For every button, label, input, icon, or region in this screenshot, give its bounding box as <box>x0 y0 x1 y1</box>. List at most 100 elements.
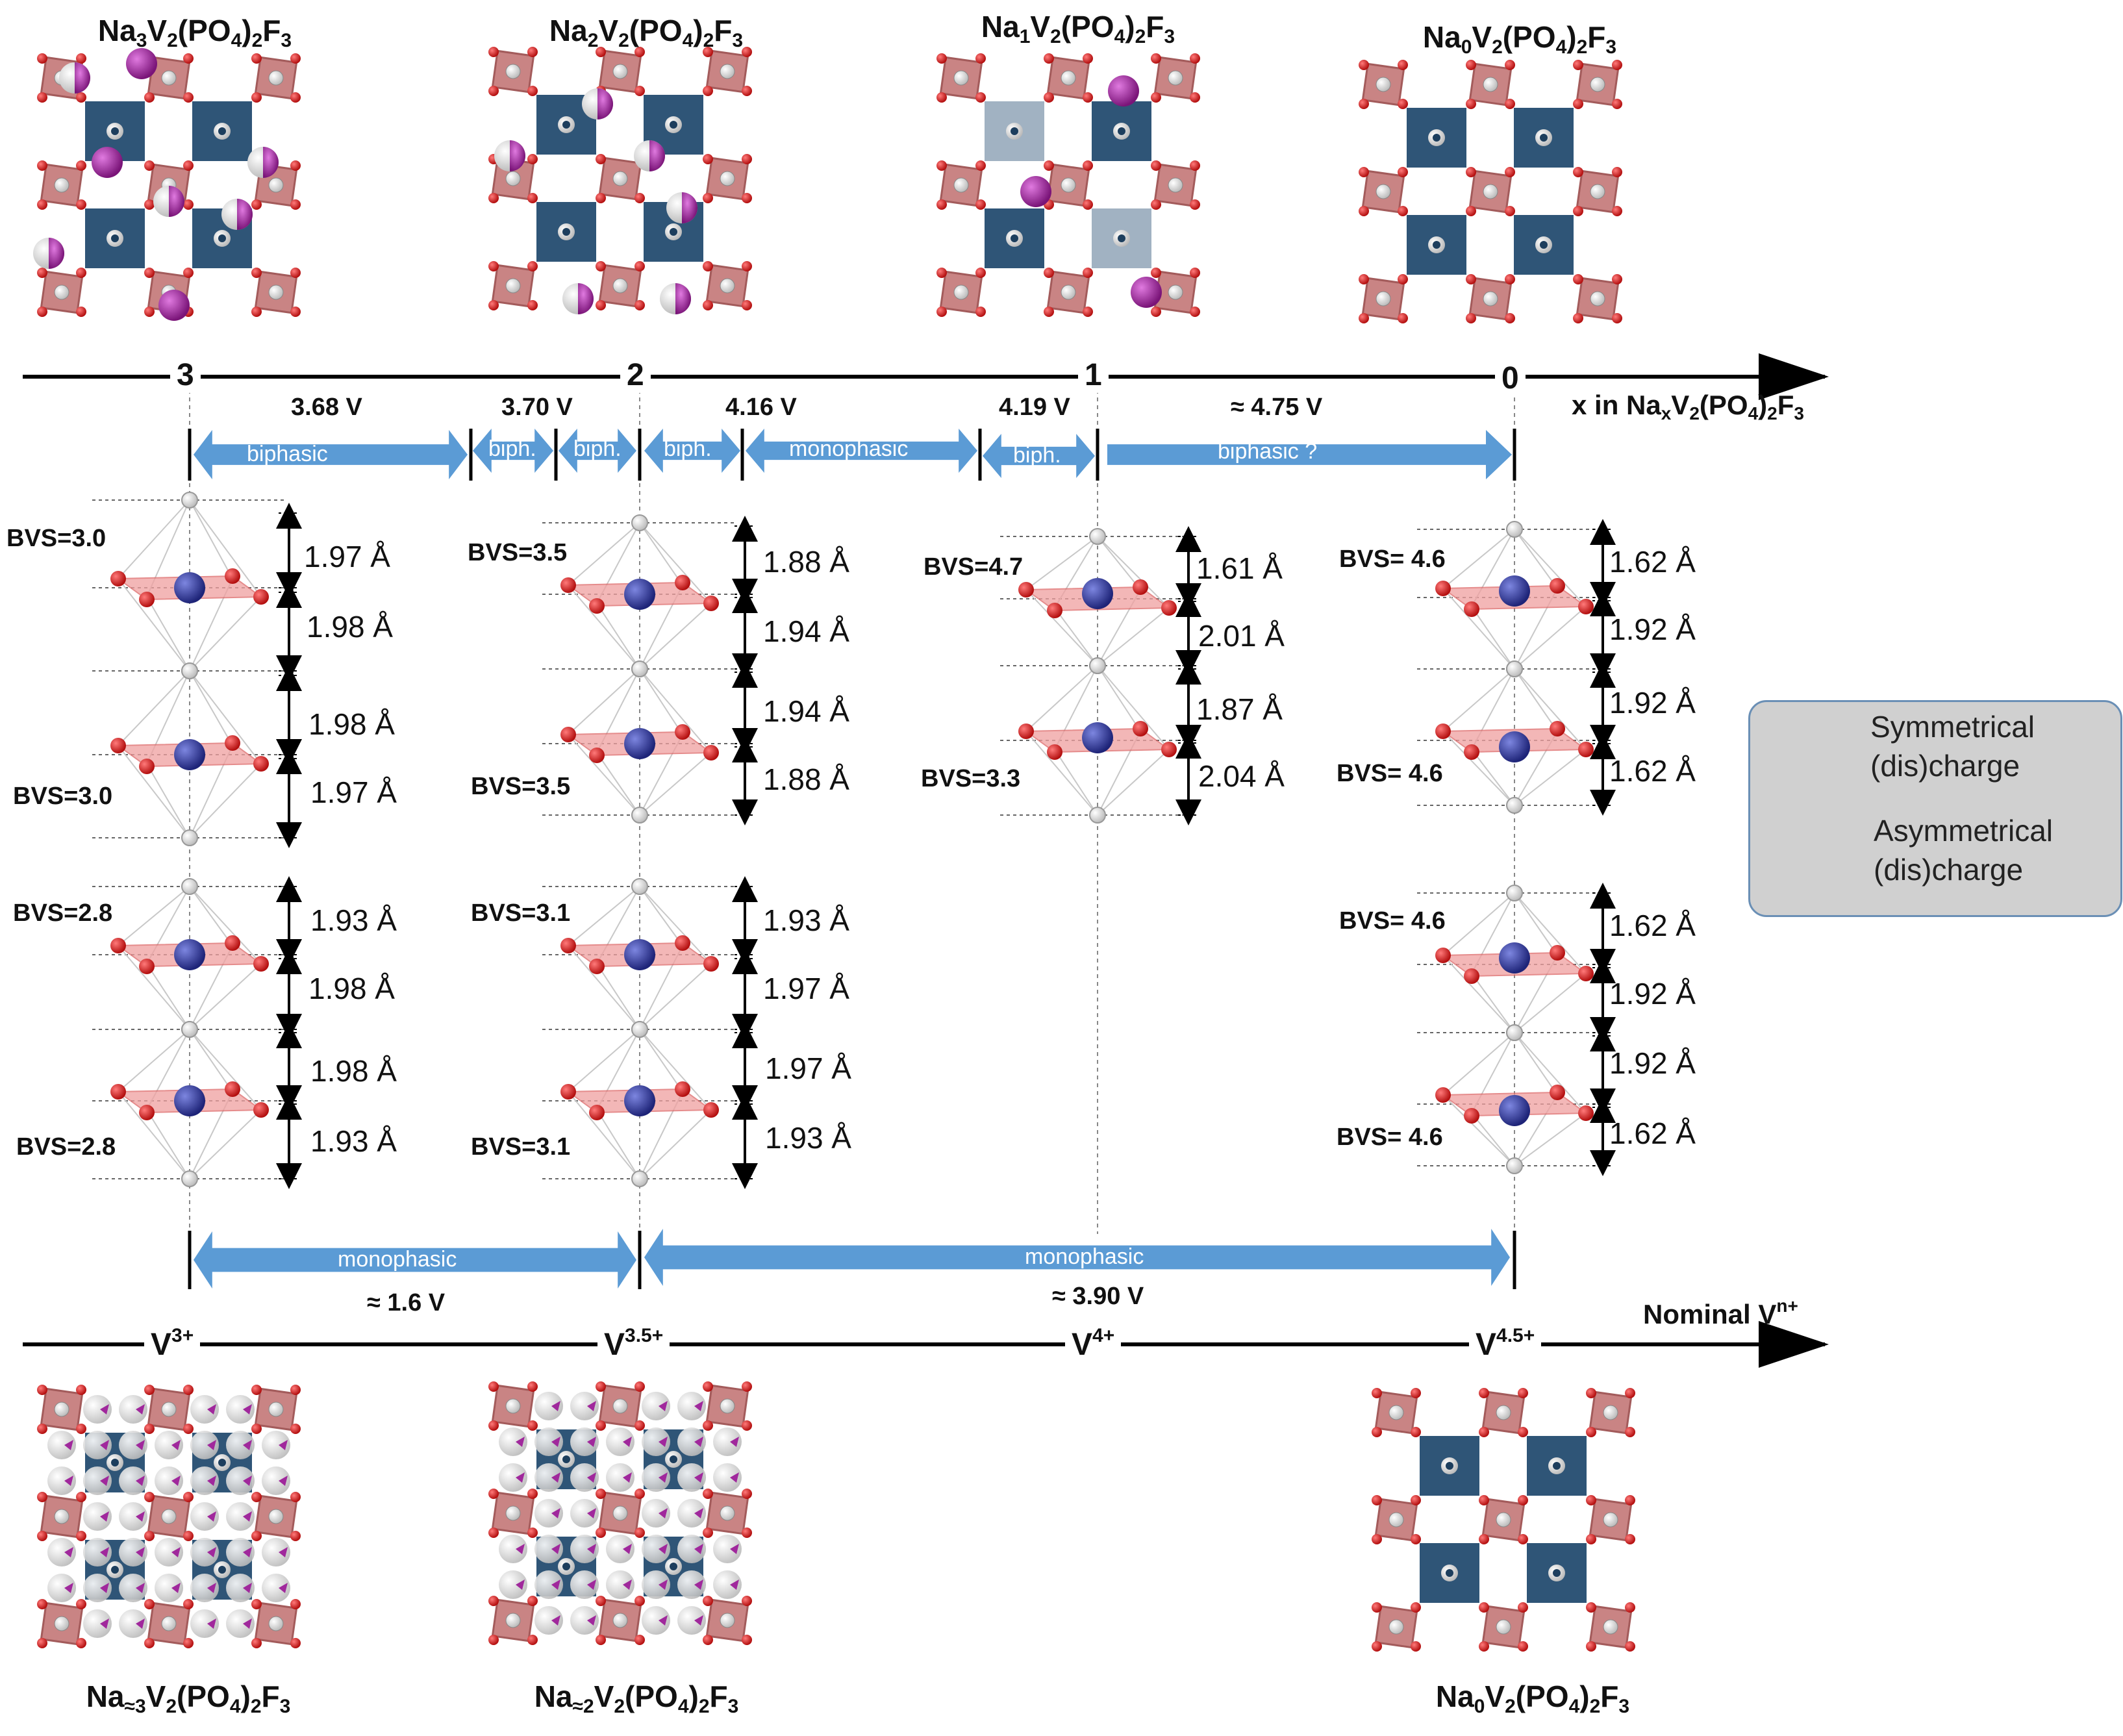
phosphate-tetrahedron <box>596 1489 645 1538</box>
sodium-sphere <box>534 1392 563 1420</box>
sodium-wedge <box>64 1440 73 1450</box>
sodium-sphere <box>606 1570 634 1599</box>
sodium-sphere <box>677 1428 706 1456</box>
sodium-wedge <box>100 1511 109 1522</box>
sodium-sphere <box>677 1570 706 1599</box>
sodium-sphere <box>677 1606 706 1635</box>
sodium-sphere <box>534 1428 563 1456</box>
sodium-sphere <box>606 1428 634 1456</box>
phosphate-tetrahedron <box>703 1489 752 1538</box>
bond-distance: 1.62 Å <box>1609 545 1696 579</box>
sodium-wedge <box>551 1472 560 1483</box>
sodium-sphere <box>642 1463 670 1492</box>
vanadium-octahedron <box>985 208 1044 268</box>
phosphate-tetrahedron <box>488 1596 538 1645</box>
bond-distance: 2.04 Å <box>1198 759 1285 793</box>
sodium-wedge <box>171 1547 181 1557</box>
bond-distance: 1.97 Å <box>765 1051 851 1085</box>
phosphate-tetrahedron <box>1586 1495 1635 1544</box>
sodium-sphere <box>226 1502 255 1531</box>
sodium-wedge <box>516 1472 525 1483</box>
bvs-label: BVS=3.1 <box>471 899 571 927</box>
sodium-sphere <box>262 1574 290 1602</box>
sodium-sphere <box>83 1466 112 1495</box>
phase-label-biph-3: biph. <box>573 436 622 461</box>
top-tick-2: 2 <box>620 357 651 393</box>
sodium-sphere <box>499 1463 527 1492</box>
vo6-octahedron <box>1417 521 1612 677</box>
sodium-wedge <box>587 1508 596 1518</box>
phosphate-tetrahedron <box>488 1489 538 1538</box>
vanadium-octahedron <box>1514 108 1574 168</box>
sodium-atom <box>1020 176 1051 207</box>
phosphate-tetrahedron <box>37 1385 86 1434</box>
vanadium-octahedron <box>1420 1543 1479 1603</box>
bvs-label: BVS=3.3 <box>921 765 1021 792</box>
structure-bottom-na2 <box>488 1381 752 1645</box>
phosphate-tetrahedron <box>144 1599 194 1648</box>
sodium-wedge <box>136 1476 145 1486</box>
sodium-sphere <box>226 1431 255 1459</box>
voltage-3-70: 3.70 V <box>501 394 573 421</box>
legend-box: Symmetrical(dis)charge Asymmetrical(dis)… <box>1748 700 2122 917</box>
sodium-wedge <box>243 1404 252 1415</box>
bond-distance: 1.97 Å <box>763 972 849 1005</box>
voltage-4-75: ≈ 4.75 V <box>1231 394 1323 421</box>
phosphate-tetrahedron <box>936 268 986 317</box>
double-phase-arrow <box>559 429 636 473</box>
phosphate-tetrahedron <box>703 47 752 96</box>
phosphate-tetrahedron <box>251 268 301 317</box>
bottom-axis-label: Nominal Vn+ <box>1643 1296 1798 1329</box>
phosphate-tetrahedron <box>37 160 86 210</box>
phosphate-tetrahedron <box>703 1381 752 1431</box>
sodium-wedge <box>207 1511 216 1522</box>
phosphate-tetrahedron <box>1359 167 1408 216</box>
phase-label-biph-2: biph. <box>488 436 536 461</box>
sodium-wedge <box>694 1615 703 1626</box>
phosphate-tetrahedron <box>596 261 645 310</box>
sodium-sphere <box>119 1502 147 1531</box>
sodium-atom <box>92 147 123 178</box>
bvs-label: BVS=3.1 <box>471 1133 571 1161</box>
phosphate-tetrahedron <box>703 154 752 203</box>
sodium-wedge <box>694 1437 703 1447</box>
sodium-wedge <box>100 1440 109 1450</box>
vanadium-octahedron <box>85 208 145 268</box>
column-guides <box>189 390 1515 1234</box>
sodium-sphere <box>262 1431 290 1459</box>
double-phase-arrow <box>644 1229 1510 1286</box>
phosphate-tetrahedron <box>251 1492 301 1541</box>
sodium-sphere <box>499 1535 527 1563</box>
double-phase-arrow <box>473 429 553 473</box>
sodium-wedge <box>64 1476 73 1486</box>
phosphate-tetrahedron <box>1466 60 1515 109</box>
sodium-wedge <box>587 1544 596 1554</box>
sodium-wedge <box>551 1401 560 1411</box>
sodium-sphere <box>83 1431 112 1459</box>
sodium-sphere <box>226 1395 255 1424</box>
sodium-half <box>510 140 525 171</box>
sodium-sphere <box>677 1535 706 1563</box>
voltage-3-68: 3.68 V <box>291 394 362 421</box>
phosphate-tetrahedron <box>1044 53 1093 103</box>
phase-label-biphasic-1: biphasic <box>247 442 328 466</box>
sodium-wedge <box>659 1437 668 1447</box>
sodium-wedge <box>659 1544 668 1554</box>
sodium-wedge <box>136 1404 145 1415</box>
sodium-sphere <box>606 1463 634 1492</box>
sodium-sphere <box>226 1574 255 1602</box>
sodium-half <box>649 140 665 171</box>
phosphate-tetrahedron <box>1044 160 1093 210</box>
bond-dimension-arrows <box>276 503 1616 1189</box>
sodium-sphere <box>570 1606 599 1635</box>
sodium-sphere <box>570 1499 599 1528</box>
sodium-wedge <box>136 1547 145 1557</box>
legend-asymmetrical-label: Asymmetrical(dis)charge <box>1874 814 2054 887</box>
sodium-sphere <box>534 1570 563 1599</box>
sodium-sphere <box>155 1431 183 1459</box>
double-phase-arrow <box>194 1231 636 1289</box>
sodium-wedge <box>243 1583 252 1593</box>
sodium-sphere <box>713 1570 742 1599</box>
structure-top-na3 <box>33 48 301 321</box>
